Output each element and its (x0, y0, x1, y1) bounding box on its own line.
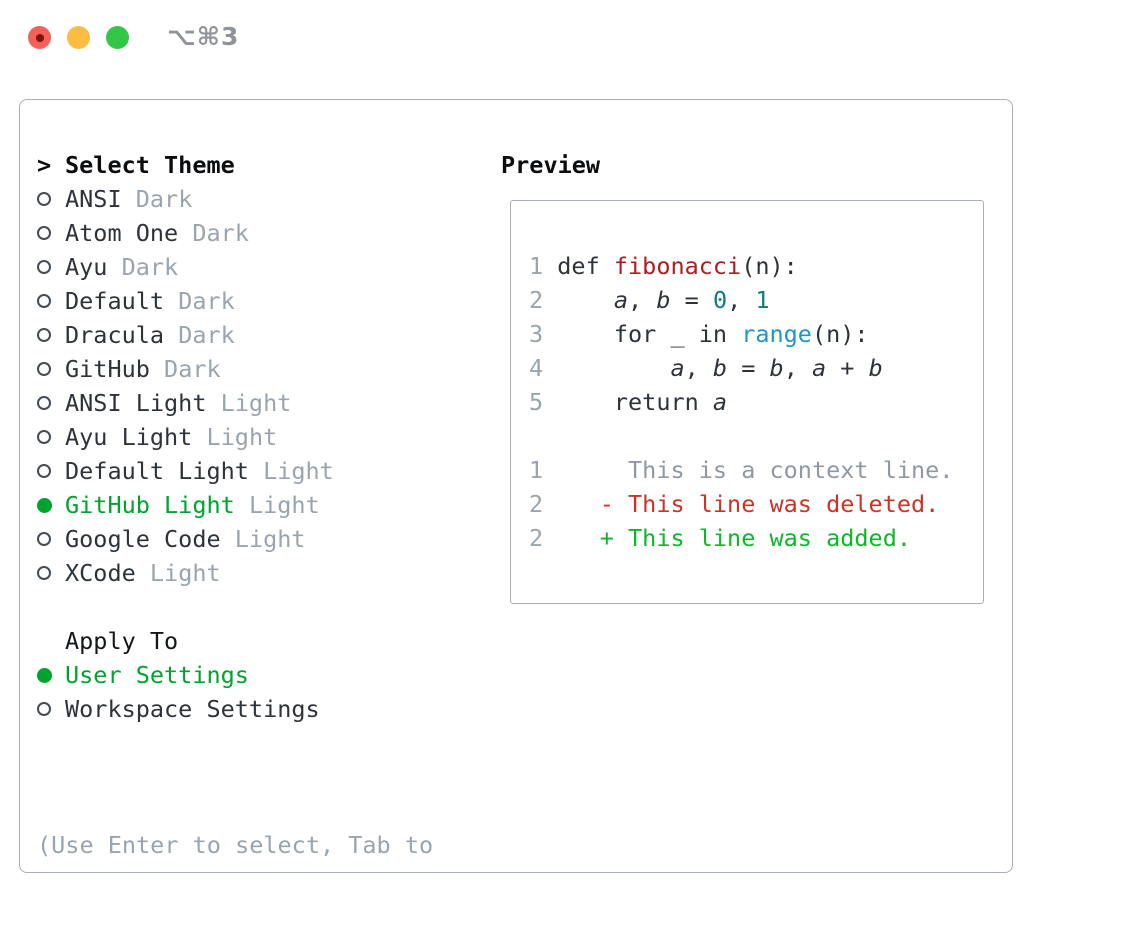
cursor-marker: > (37, 151, 52, 179)
theme-option[interactable]: Default Dark (37, 284, 334, 318)
option-label: GitHub (65, 355, 150, 383)
context-line: 1 This is a context line. (529, 453, 983, 487)
theme-option[interactable]: GitHub Light Light (37, 488, 334, 522)
variant-label: Light (206, 423, 278, 451)
theme-option[interactable]: ANSI Dark (37, 182, 334, 216)
minimize-button[interactable] (67, 26, 90, 49)
radio-icon (37, 294, 51, 308)
theme-option[interactable]: Ayu Dark (37, 250, 334, 284)
theme-option[interactable]: Ayu Light Light (37, 420, 334, 454)
variant-label: Dark (121, 253, 179, 281)
code-line: 2 a, b = 0, 1 (529, 283, 983, 317)
radio-icon (37, 430, 51, 444)
theme-option[interactable]: Atom One Dark (37, 216, 334, 250)
deleted-line: 2 - This line was deleted. (529, 487, 983, 521)
option-label: Default (65, 287, 165, 315)
option-label: Dracula (65, 321, 165, 349)
radio-icon (37, 464, 51, 478)
option-label: Workspace Settings (65, 695, 320, 723)
window-title: ⌥⌘3 (167, 22, 240, 51)
theme-option[interactable]: ANSI Light Light (37, 386, 334, 420)
preview-title: Preview (501, 151, 601, 179)
apply-option[interactable]: User Settings (37, 658, 320, 692)
radio-icon (37, 702, 51, 716)
option-label: ANSI Light (65, 389, 207, 417)
keyboard-hint: (Use Enter to select, Tab to change focu… (37, 760, 433, 934)
option-label: Atom One (65, 219, 179, 247)
line-number: 2 (529, 286, 544, 314)
theme-option[interactable]: XCode Light (37, 556, 334, 590)
line-number: 2 (529, 524, 544, 552)
radio-selected-icon (37, 497, 52, 513)
variant-label: Light (149, 559, 221, 587)
radio-icon (37, 328, 51, 342)
theme-option[interactable]: Default Light Light (37, 454, 334, 488)
option-label: ANSI (65, 185, 122, 213)
variant-label: Dark (178, 287, 235, 315)
variant-label: Light (263, 457, 334, 485)
option-label: User Settings (65, 661, 249, 689)
variant-label: Light (234, 525, 306, 553)
traffic-lights (28, 26, 129, 49)
hint-line: (Use Enter to select, Tab to (37, 831, 434, 859)
theme-option[interactable]: Dracula Dark (37, 318, 334, 352)
code-line: 4 a, b = b, a + b (529, 351, 983, 385)
option-label: Default Light (65, 457, 249, 485)
variant-label: Dark (178, 321, 235, 349)
option-label: Ayu (65, 253, 108, 281)
zoom-button[interactable] (106, 26, 129, 49)
theme-list-header: > Select Theme (37, 148, 334, 182)
line-number: 4 (529, 354, 544, 382)
code-line: 3 for _ in range(n): (529, 317, 983, 351)
radio-icon (37, 532, 51, 546)
radio-icon (37, 226, 51, 240)
variant-label: Dark (164, 355, 221, 383)
variant-label: Dark (192, 219, 249, 247)
line-number: 1 (529, 252, 544, 280)
apply-option[interactable]: Workspace Settings (37, 692, 320, 726)
titlebar: ⌥⌘3 (0, 0, 1140, 74)
radio-selected-icon (37, 667, 52, 683)
option-label: XCode (65, 559, 136, 587)
blank-line (529, 419, 983, 453)
line-number: 1 (529, 456, 544, 484)
radio-icon (37, 192, 51, 206)
option-label: GitHub Light (65, 491, 235, 519)
radio-icon (37, 260, 51, 274)
unsaved-dot-icon (35, 33, 44, 42)
theme-list-title: Select Theme (65, 151, 235, 179)
radio-icon (37, 566, 51, 580)
variant-label: Light (220, 389, 292, 417)
variant-label: Dark (135, 185, 193, 213)
theme-option[interactable]: GitHub Dark (37, 352, 334, 386)
radio-icon (37, 362, 51, 376)
apply-to-header: Apply To (37, 624, 320, 658)
close-button[interactable] (28, 26, 51, 49)
option-label: Ayu Light (65, 423, 193, 451)
apply-to-title: Apply To (65, 627, 179, 655)
hint-line: change focus) (37, 930, 433, 934)
option-label: Google Code (65, 525, 221, 553)
line-number: 2 (529, 490, 544, 518)
added-line: 2 + This line was added. (529, 521, 983, 555)
code-line: 5 return a (529, 385, 983, 419)
theme-option[interactable]: Google Code Light (37, 522, 334, 556)
radio-icon (37, 396, 51, 410)
line-number: 5 (529, 388, 544, 416)
line-number: 3 (529, 320, 544, 348)
variant-label: Light (248, 491, 320, 519)
